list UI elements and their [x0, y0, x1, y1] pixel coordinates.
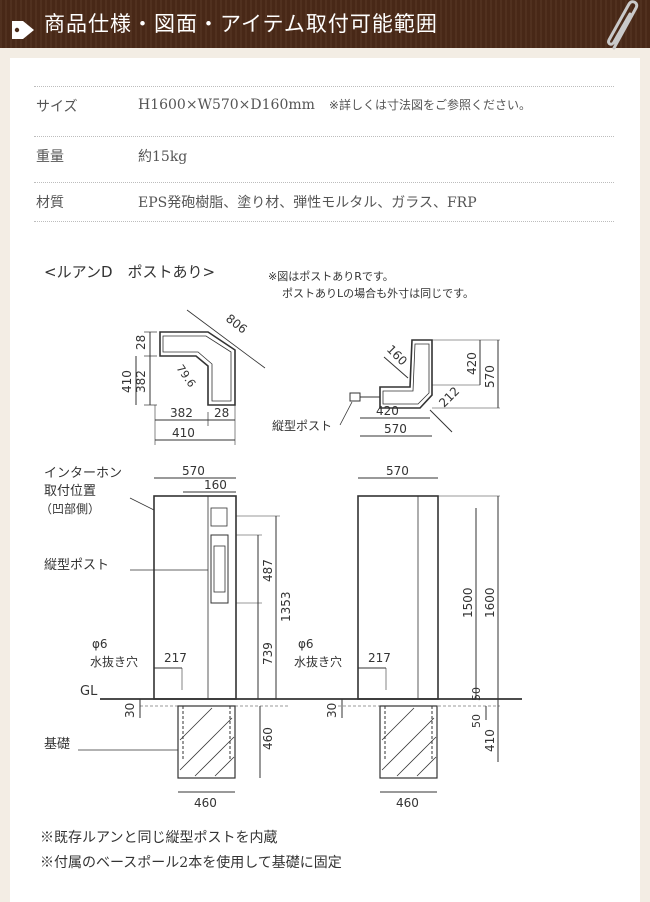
drain-label: φ6: [92, 637, 108, 651]
dim-label: 50: [470, 714, 483, 728]
dim-label: 806: [223, 311, 250, 336]
dim-label: 739: [261, 642, 275, 665]
dim-label: 420: [465, 352, 479, 375]
note-line: ※既存ルアンと同じ縦型ポストを内蔵: [40, 830, 278, 846]
dim-label: 1500: [461, 587, 475, 618]
dim-label: 217: [368, 651, 391, 665]
spec-value: 約15kg: [138, 149, 188, 165]
dim-label: 410: [172, 426, 195, 440]
content-card: [10, 58, 640, 902]
dim-label: 420: [376, 404, 399, 418]
dim-label: 28: [134, 335, 148, 350]
post-label-top: 縦型ポスト: [272, 419, 332, 433]
spec-note: ※詳しくは寸法図をご参照ください。: [328, 98, 531, 112]
post-label: 縦型ポスト: [44, 558, 109, 573]
notes: ※既存ルアンと同じ縦型ポストを内蔵 ※付属のベースポール2本を使用して基礎に固定: [40, 826, 342, 876]
spec-value: H1600×W570×D160mm ※詳しくは寸法図をご参照ください。: [138, 96, 531, 113]
dim-label: 79.6: [174, 362, 199, 390]
drawing-title: <ルアンD ポストあり>: [44, 263, 215, 281]
dim-label: 570: [483, 365, 497, 388]
foundation-label: 基礎: [44, 737, 70, 752]
tag-icon: [12, 21, 34, 39]
dim-label: 160: [384, 342, 410, 368]
spec-value: EPS発砲樹脂、塗り材、弾性モルタル、ガラス、FRP: [138, 195, 477, 211]
dim-label: 30: [123, 703, 137, 718]
intercom-label: 取付位置: [44, 484, 96, 499]
intercom-label: （凹部側）: [40, 501, 100, 516]
section-header: 商品仕様・図面・アイテム取付可能範囲: [0, 0, 650, 50]
dim-label: 160: [204, 478, 227, 492]
drain-label: φ6: [298, 637, 314, 651]
drain-label: 水抜き穴: [294, 654, 342, 669]
spec-row-weight: 重量 約15kg: [34, 136, 614, 173]
spec-row-size: サイズ H1600×W570×D160mm ※詳しくは寸法図をご参照ください。: [34, 86, 614, 123]
dim-label: 382: [134, 370, 148, 393]
dim-label: 570: [386, 464, 409, 478]
dim-label: 460: [396, 796, 419, 810]
dim-label: 487: [261, 559, 275, 582]
spec-label: 材質: [36, 195, 64, 211]
dim-label: 1600: [483, 587, 497, 618]
dim-label: 410: [483, 729, 497, 752]
gl-label: GL: [80, 684, 98, 699]
drawing-note-1: ※図はポストありRです。: [268, 270, 394, 283]
dim-label: 382: [170, 406, 193, 420]
drain-label: 水抜き穴: [90, 654, 138, 669]
dim-label: 30: [325, 703, 339, 718]
dim-label: 570: [182, 464, 205, 478]
spec-value-text: H1600×W570×D160mm: [138, 97, 315, 113]
dim-label: 460: [261, 727, 275, 750]
spec-row-material: 材質 EPS発砲樹脂、塗り材、弾性モルタル、ガラス、FRP: [34, 182, 614, 222]
dim-label: 50: [470, 687, 483, 701]
header-title: 商品仕様・図面・アイテム取付可能範囲: [44, 12, 438, 36]
dim-label: 28: [214, 406, 229, 420]
paperclip-icon: [607, 0, 639, 50]
spec-label: サイズ: [36, 99, 78, 115]
intercom-label: インターホン: [44, 466, 122, 481]
dim-label: 410: [120, 370, 134, 393]
dim-label: 217: [164, 651, 187, 665]
dim-label: 570: [384, 422, 407, 436]
note-line: ※付属のベースポール2本を使用して基礎に固定: [40, 855, 342, 871]
drawing-note-2: ポストありLの場合も外寸は同じです。: [282, 286, 474, 300]
spec-label: 重量: [36, 149, 64, 165]
dim-label: 212: [436, 384, 462, 410]
dim-label: 1353: [279, 591, 293, 622]
dim-label: 460: [194, 796, 217, 810]
